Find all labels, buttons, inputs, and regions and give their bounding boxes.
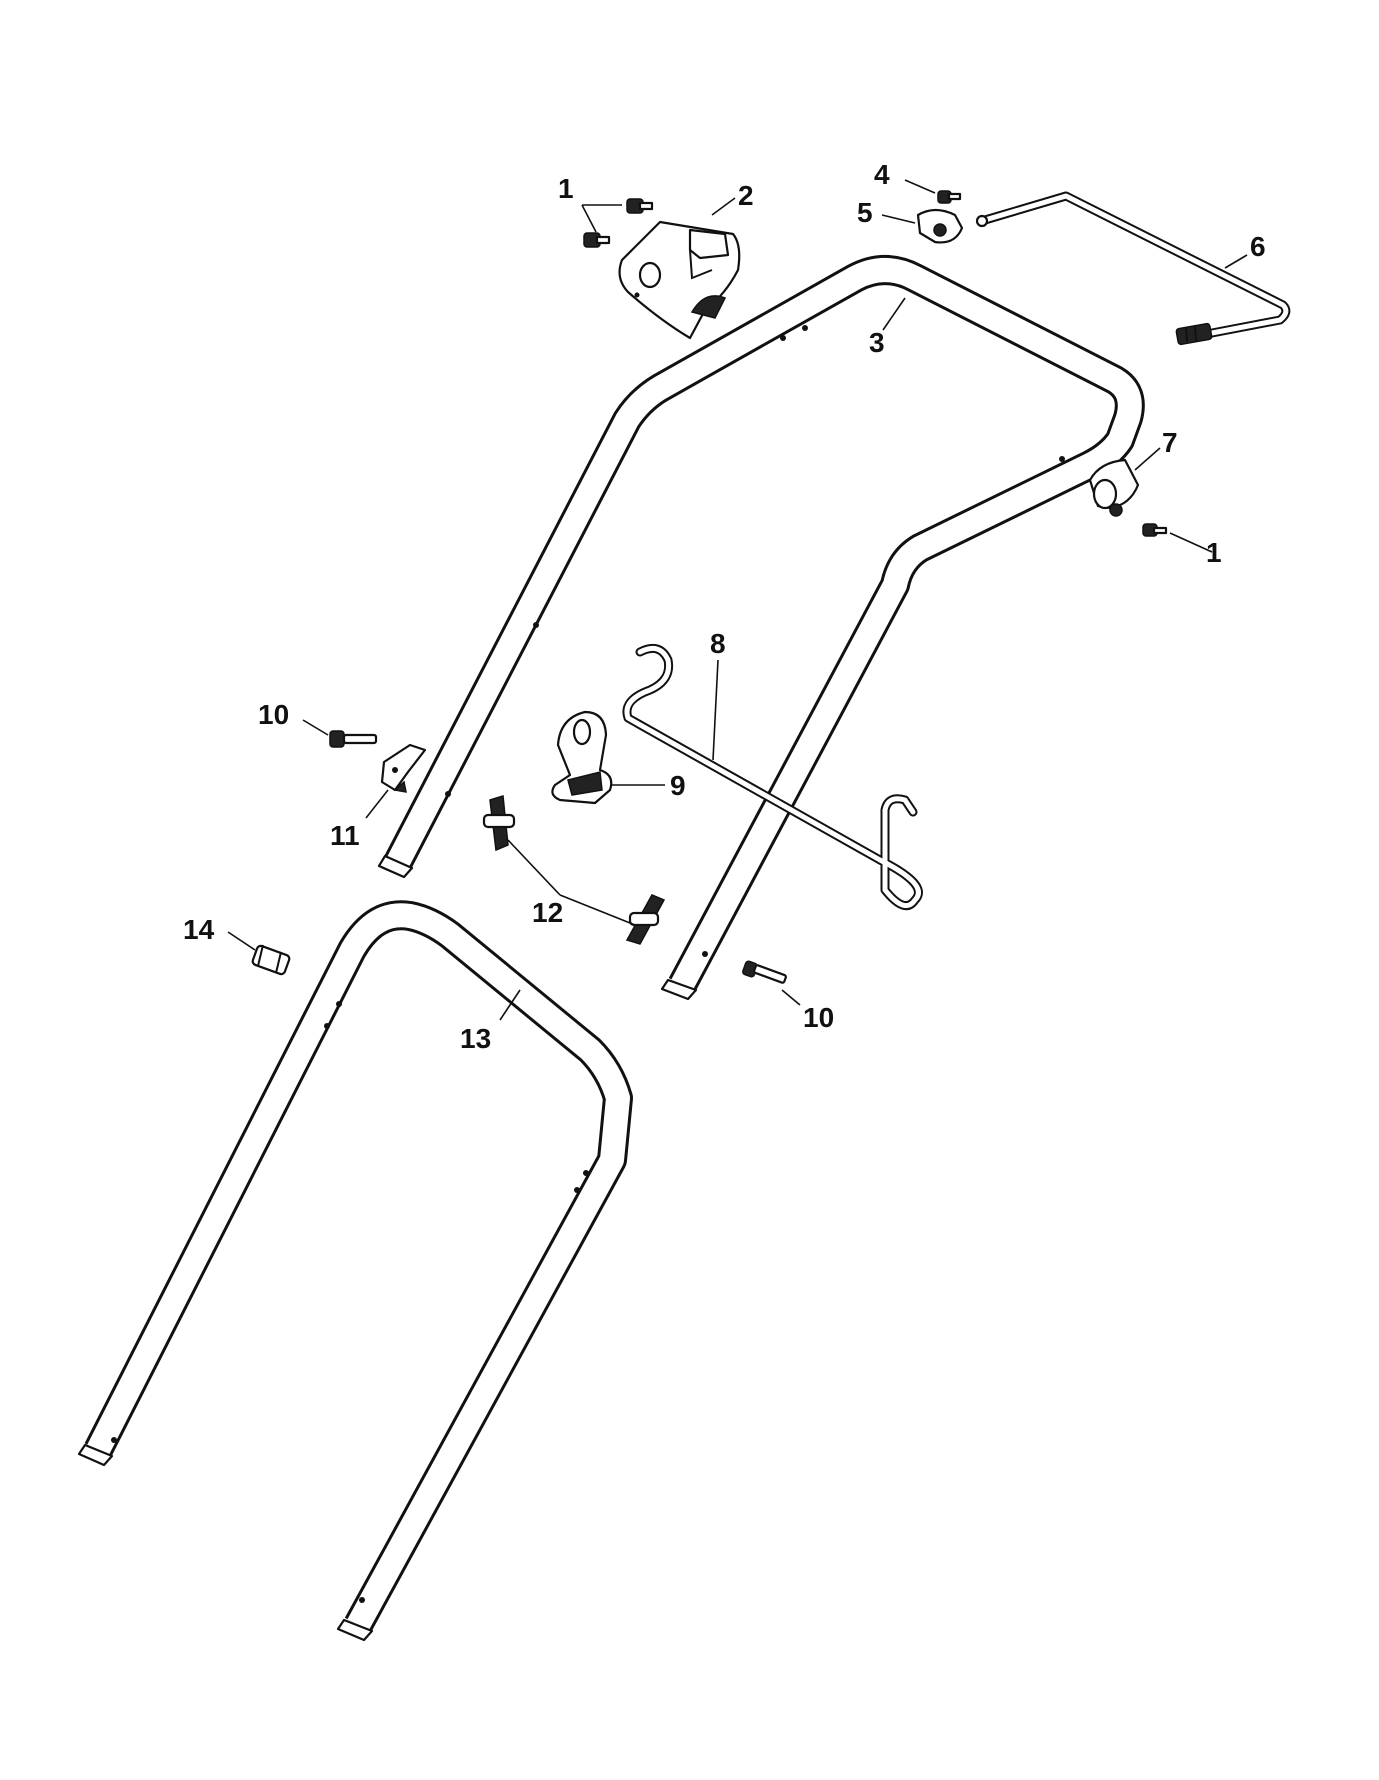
callout-3: 3 (869, 327, 885, 358)
callout-10-left: 10 (258, 699, 289, 730)
callout-14: 14 (183, 914, 215, 945)
callout-9: 9 (670, 770, 686, 801)
knob-12-upper (482, 795, 516, 852)
callout-13: 13 (460, 1023, 491, 1054)
upper-handle-tube (377, 255, 1145, 1001)
callout-12: 12 (532, 897, 563, 928)
callout-10-right: 10 (803, 1002, 834, 1033)
knob-12-lower (625, 894, 666, 945)
callout-1-top: 1 (558, 173, 574, 204)
bolt-10-left (329, 730, 378, 748)
lower-handle-tube (77, 900, 633, 1642)
callout-1-right: 1 (1206, 537, 1222, 568)
screw-1-lower (583, 232, 611, 248)
screw-1-right (1142, 523, 1168, 537)
spacer-14 (251, 944, 291, 976)
callout-2: 2 (738, 180, 754, 211)
callout-7: 7 (1162, 427, 1178, 458)
wire-spring (622, 643, 923, 911)
screw-1-top (626, 198, 654, 214)
callout-5: 5 (857, 197, 873, 228)
bolt-10-right (742, 960, 787, 984)
clip-7 (1088, 458, 1140, 517)
bracket-11 (380, 743, 427, 793)
cover (618, 220, 741, 340)
screw-4 (937, 190, 962, 204)
clip-5 (916, 208, 964, 244)
callout-6: 6 (1250, 231, 1266, 262)
callout-11: 11 (330, 820, 360, 851)
leader-lines (227, 179, 1248, 1021)
callout-4: 4 (874, 159, 890, 190)
callout-8: 8 (710, 628, 726, 659)
cable-guide (551, 710, 613, 805)
control-rod (975, 191, 1291, 346)
